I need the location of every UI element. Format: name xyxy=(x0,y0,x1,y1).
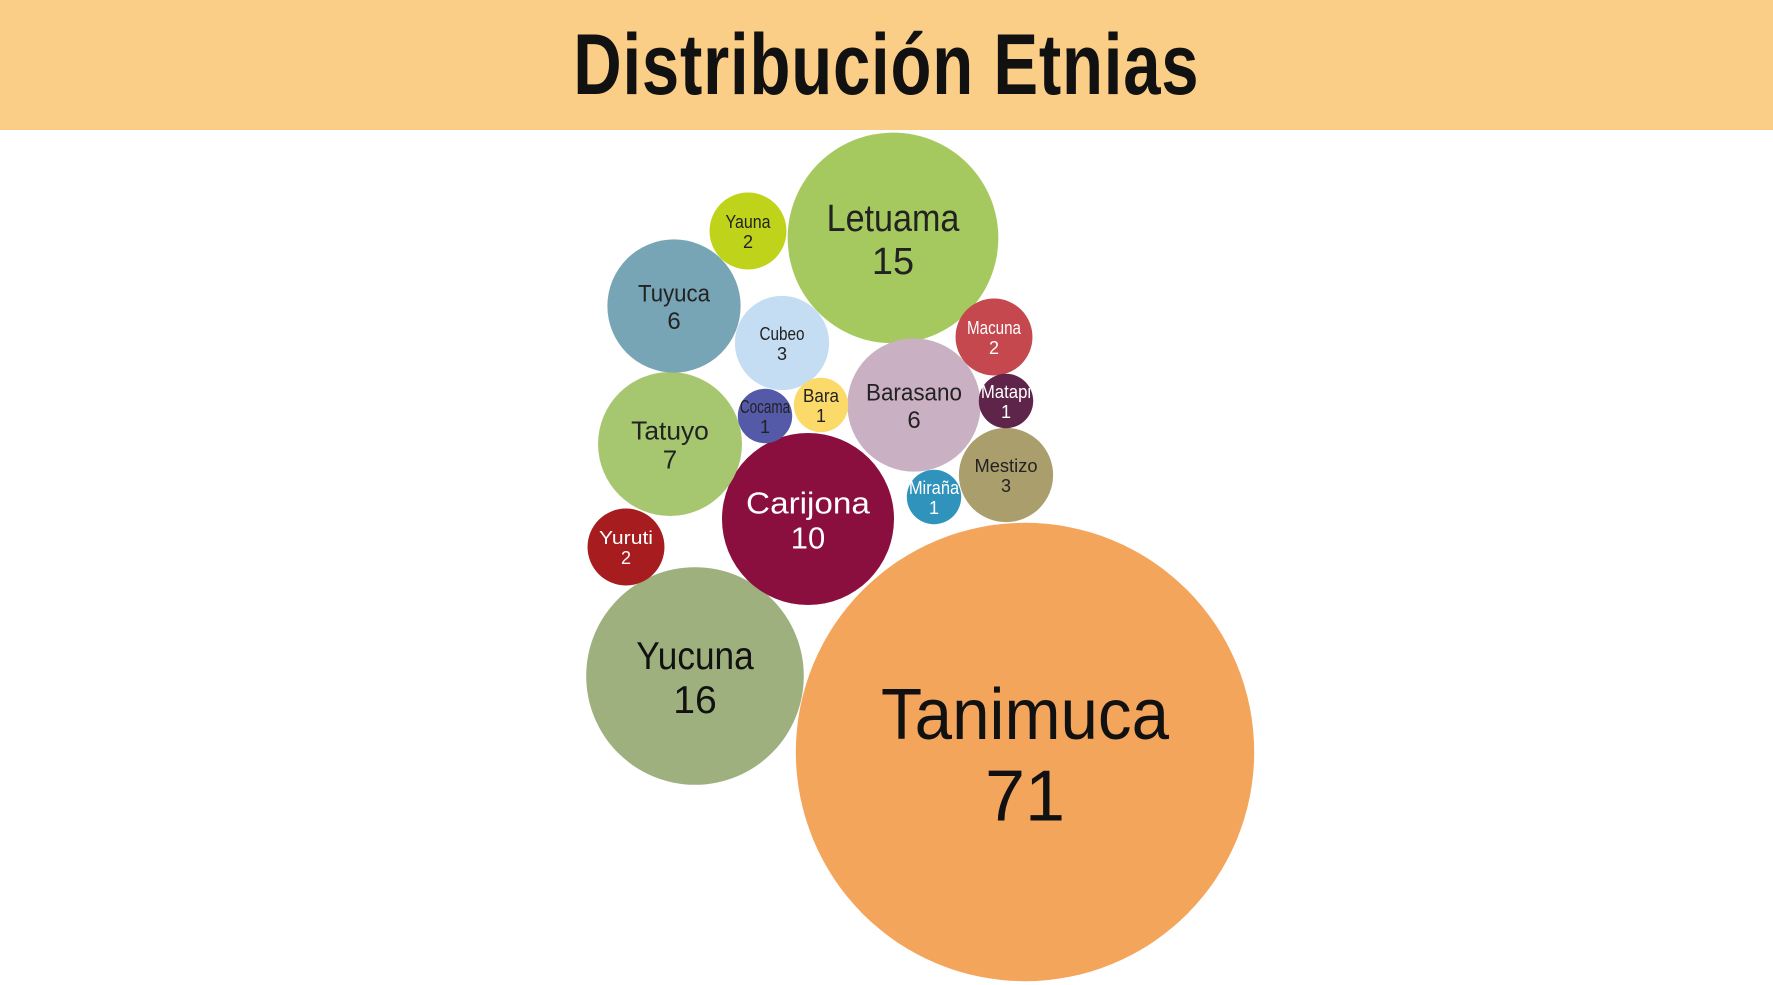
bubble-value: 15 xyxy=(872,241,914,283)
bubble-value: 6 xyxy=(907,407,920,434)
bubble-value: 1 xyxy=(760,417,770,437)
bubble-value: 2 xyxy=(621,548,631,568)
bubble-label: Cubeo xyxy=(760,324,805,344)
bubble-circle xyxy=(598,372,742,516)
bubble-circle xyxy=(906,469,962,525)
bubble-value: 16 xyxy=(673,679,717,722)
bubble-label: Yauna xyxy=(726,212,772,232)
chart-header: Distribución Etnias xyxy=(0,0,1773,130)
bubble-label: Tatuyo xyxy=(631,417,709,445)
bubble-label: Cocama xyxy=(740,397,791,417)
bubble-circle xyxy=(847,338,981,472)
bubble-circle xyxy=(586,567,804,785)
bubble-value: 71 xyxy=(985,756,1065,836)
bubble-label: Yuruti xyxy=(599,528,653,548)
bubble-label: Letuama xyxy=(827,198,961,240)
bubble-value: 1 xyxy=(816,406,826,426)
bubble-circle xyxy=(793,377,849,433)
chart-title: Distribución Etnias xyxy=(573,16,1200,113)
bubble-value: 1 xyxy=(1001,402,1011,422)
bubble-value: 10 xyxy=(791,520,825,555)
bubble-circle xyxy=(587,508,665,586)
bubble-value: 6 xyxy=(667,308,680,335)
bubble-circle xyxy=(721,432,895,606)
bubble-label: Mestizo xyxy=(975,456,1038,476)
bubble-label: Bara xyxy=(803,386,840,406)
bubble-circle xyxy=(709,192,787,270)
bubble-circle xyxy=(787,132,999,344)
bubble-label: Miraña xyxy=(909,478,960,498)
bubble-circle xyxy=(958,427,1054,523)
bubble-value: 2 xyxy=(989,338,999,358)
bubble-circle xyxy=(734,295,830,391)
bubble-value: 3 xyxy=(777,344,787,364)
bubble-circle xyxy=(737,388,793,444)
bubble-value: 7 xyxy=(663,447,677,475)
bubble-circle xyxy=(978,373,1034,429)
bubble-label: Tanimuca xyxy=(881,675,1170,755)
bubble-value: 2 xyxy=(743,232,753,252)
bubble-circle xyxy=(955,298,1033,376)
bubble-label: Yucuna xyxy=(636,635,754,678)
bubble-label: Barasano xyxy=(866,380,962,407)
bubble-circle xyxy=(607,239,741,373)
bubble-circle xyxy=(795,522,1255,982)
bubble-label: Matapi xyxy=(981,382,1031,402)
bubble-label: Macuna xyxy=(967,318,1022,338)
bubble-value: 1 xyxy=(929,498,939,518)
bubble-label: Carijona xyxy=(746,485,871,520)
bubble-label: Tuyuca xyxy=(638,281,711,308)
bubble-value: 3 xyxy=(1001,476,1011,496)
